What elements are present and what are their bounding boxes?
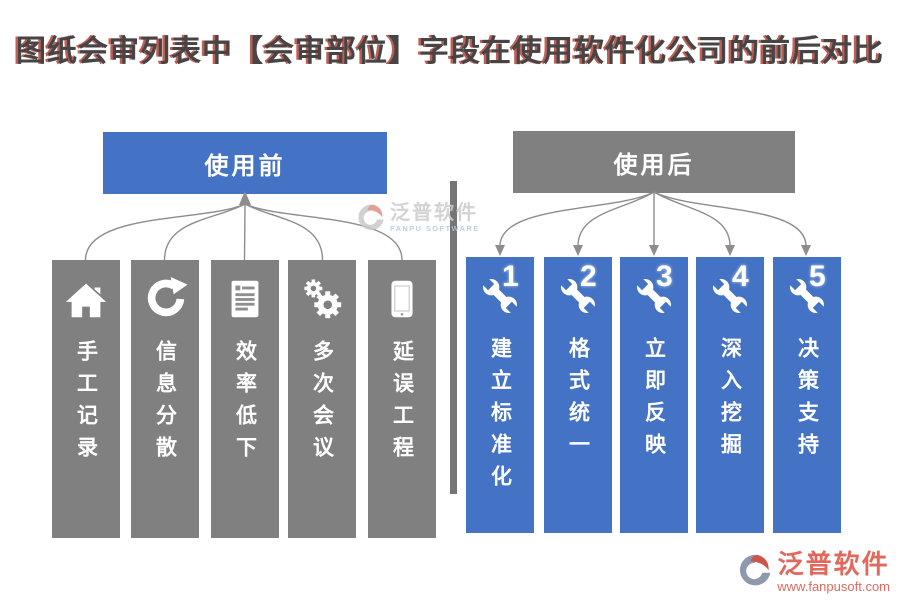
before-column-1: 手工记录 [52,260,120,538]
down-arrowhead-icon [649,245,659,256]
after-column-5: 5 决策支持 [773,257,841,533]
before-label-5: 延误工程 [390,340,415,468]
fanpu-logo-icon [358,204,384,230]
before-column-4: 多次会议 [288,260,356,538]
document-icon [231,280,259,318]
gears-icon [304,279,342,319]
before-header-label: 使用前 [204,153,286,180]
step-number: 2 [580,260,597,293]
step-number: 5 [809,260,826,293]
wrench-icon [710,276,750,316]
wrench-icon [480,276,520,316]
phone-icon [391,280,413,318]
down-arrowhead-icon [495,245,505,256]
before-column-2: 信息分散 [131,260,199,538]
before-label-3: 效率低下 [233,340,258,468]
after-label-1: 建立标准化 [488,337,513,497]
before-label-1: 手工记录 [74,340,99,468]
before-column-3: 效率低下 [211,260,279,538]
footer-url: www.fanpusoft.com [777,579,890,594]
wrench-icon [787,276,827,316]
after-label-3: 立即反映 [642,337,667,465]
step-number: 1 [502,260,519,293]
before-column-5: 延误工程 [368,260,436,538]
home-icon [65,283,107,318]
footer-logo: 泛普软件 www.fanpusoft.com [737,551,890,593]
before-header: 使用前 [103,132,387,194]
center-watermark: 泛普软件 FANPU SOFTWARE [356,201,480,235]
after-column-3: 3 立即反映 [620,257,688,533]
after-header: 使用后 [513,131,795,193]
after-column-1: 1 建立标准化 [466,257,534,533]
after-header-label: 使用后 [613,152,695,179]
down-arrowhead-icon [573,245,583,256]
fanpu-logo-icon [740,554,771,586]
before-label-2: 信息分散 [153,340,178,468]
down-arrowhead-icon [801,245,811,256]
step-number: 4 [732,260,749,293]
after-column-4: 4 深入挖掘 [696,257,764,533]
watermark-brand: 泛普软件 [390,202,478,225]
after-label-2: 格式统一 [566,337,591,465]
refresh-icon [147,276,188,317]
down-arrowhead-icon [725,245,735,256]
after-column-2: 2 格式统一 [544,257,612,533]
wrench-icon [558,276,598,316]
footer-brand: 泛普软件 [777,549,890,579]
after-label-4: 深入挖掘 [718,337,743,465]
after-label-5: 决策支持 [795,337,820,465]
watermark-brand-en: FANPU SOFTWARE [390,224,480,234]
before-label-4: 多次会议 [310,340,335,468]
vertical-divider [450,181,457,494]
step-number: 3 [656,260,673,293]
wrench-icon [634,276,674,316]
page-title: 图纸会审列表中【会审部位】字段在使用软件化公司的前后对比 [16,35,884,68]
